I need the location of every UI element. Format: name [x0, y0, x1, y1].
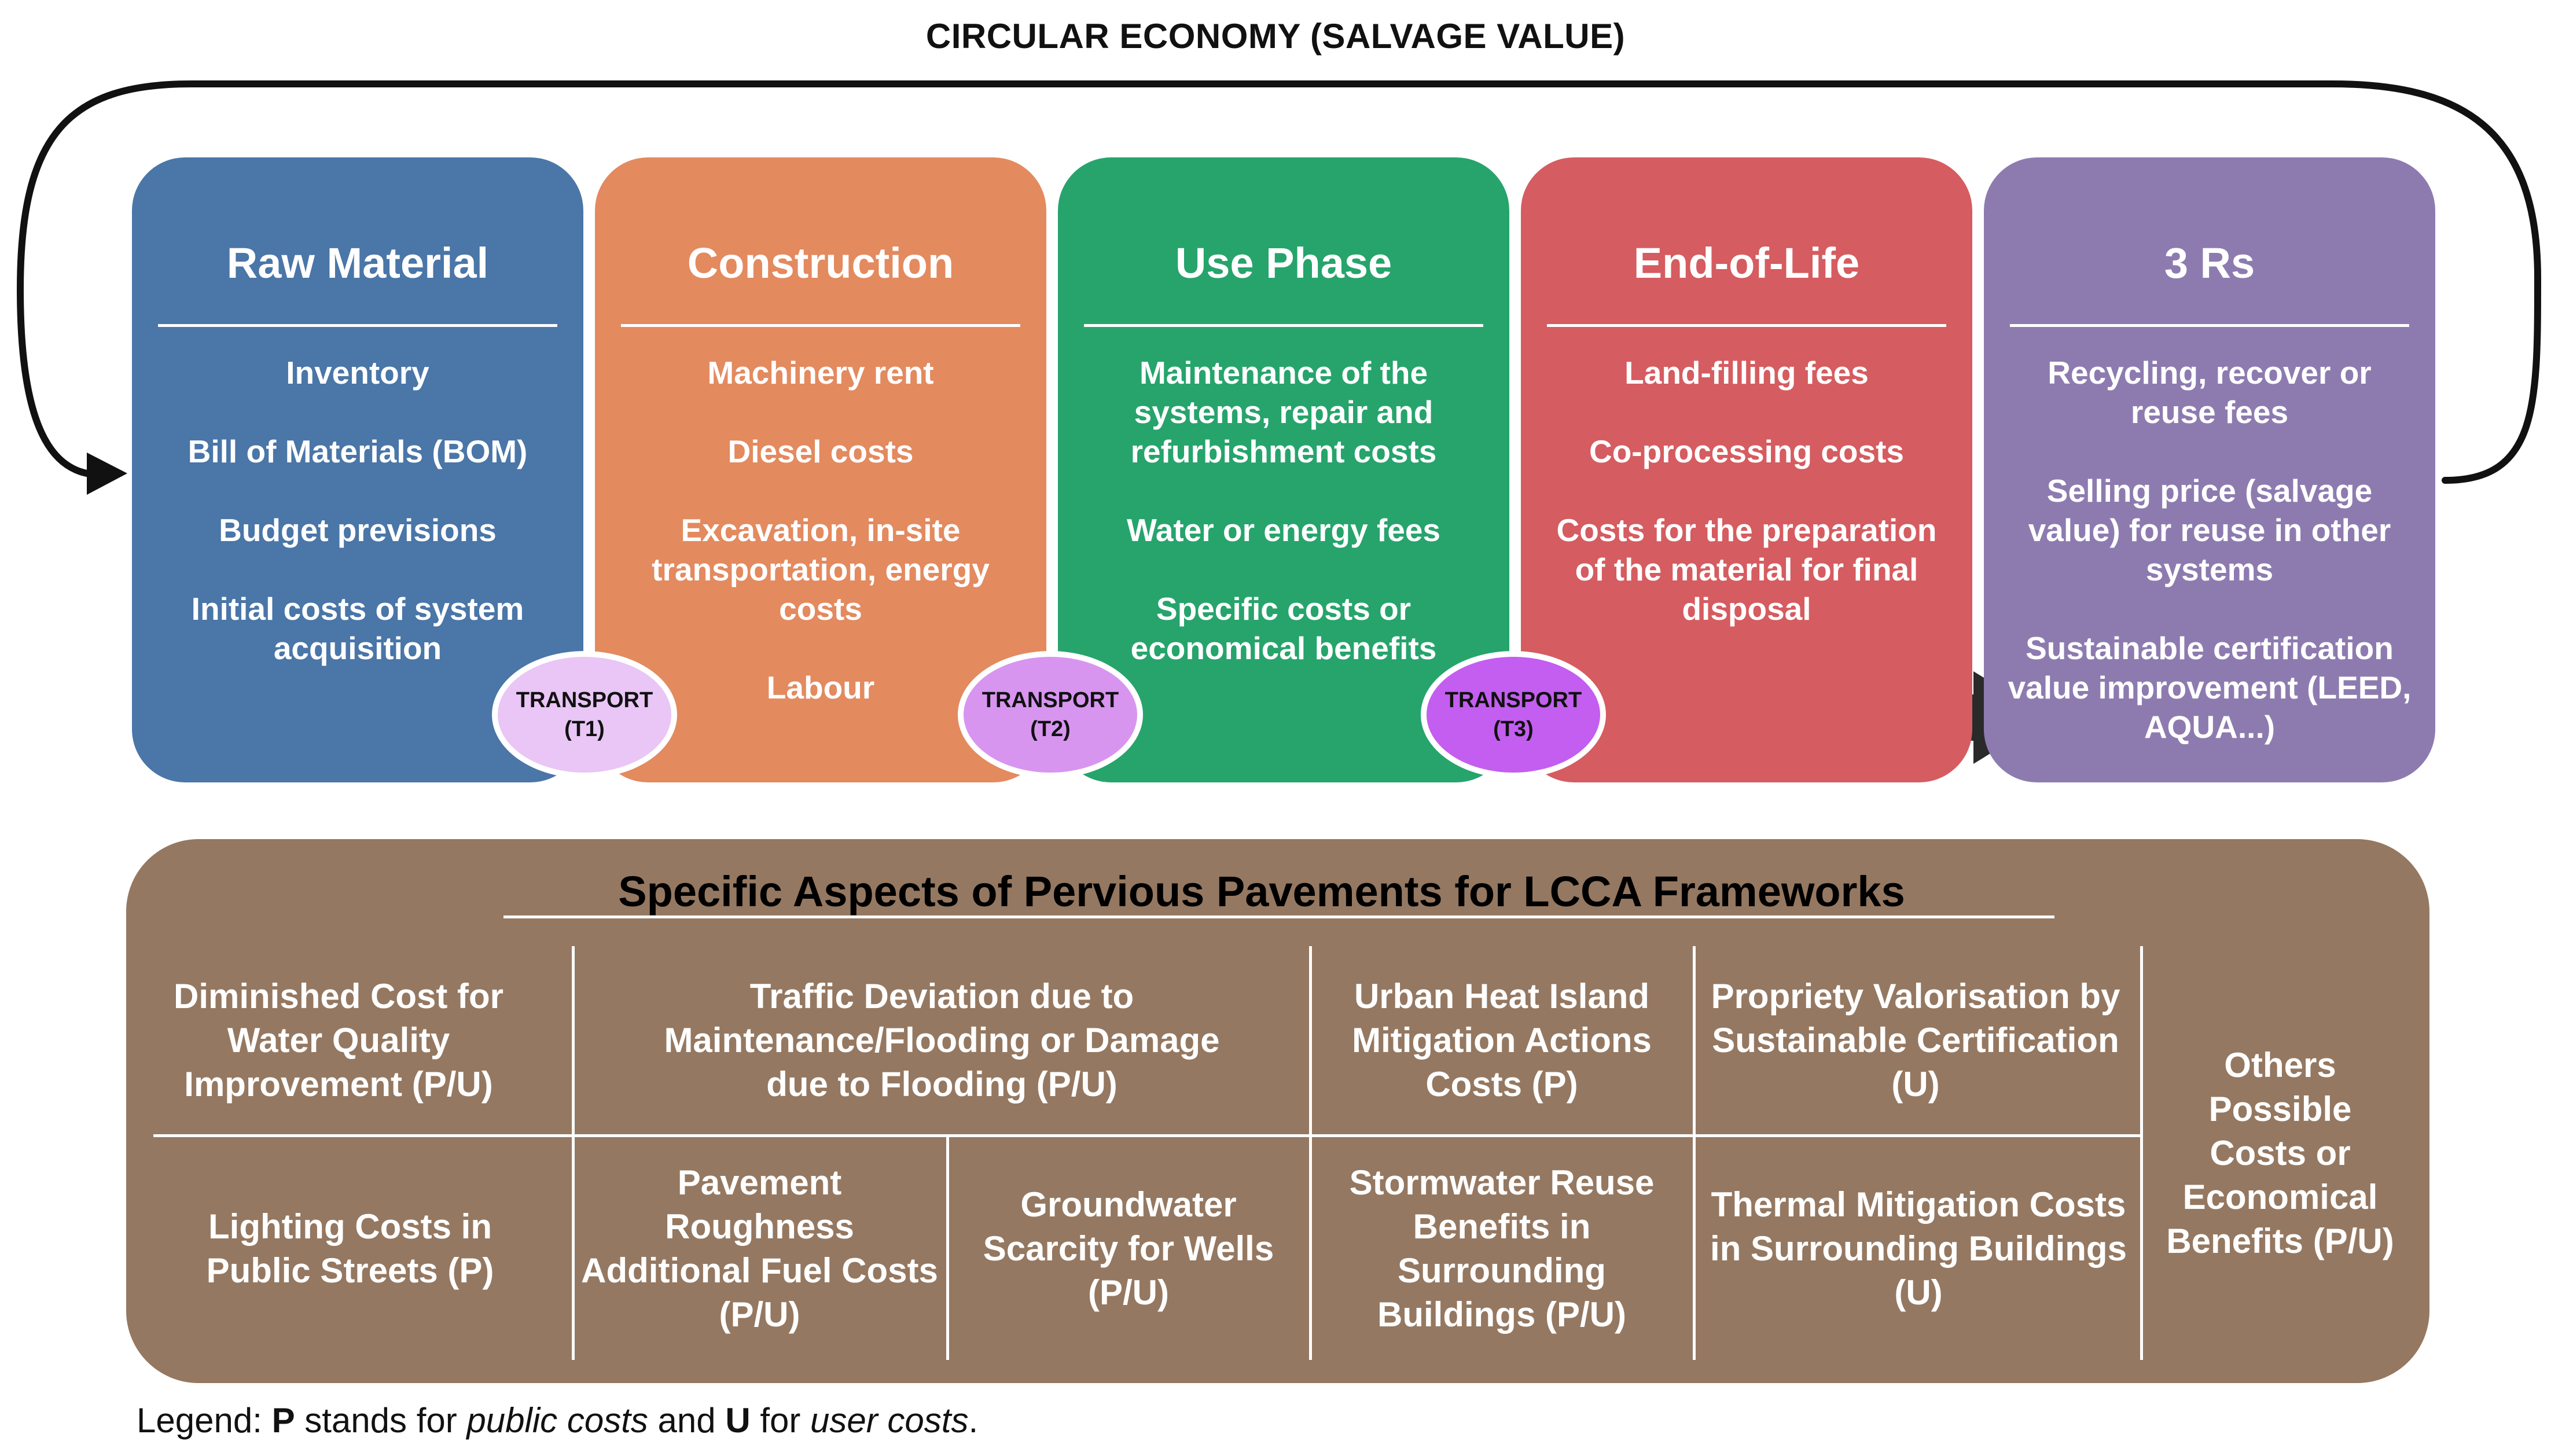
stage-item: Machinery rent	[707, 355, 934, 391]
aspect-groundwater-scarcity: Groundwater Scarcity for Wells (P/U)	[983, 1185, 1274, 1312]
stage-use-phase: Use Phase Maintenance of the systems, re…	[1058, 157, 1509, 782]
transport-code: (T3)	[1493, 717, 1534, 741]
stage-item: Bill of Materials (BOM)	[188, 433, 528, 469]
loop-arrowhead	[87, 453, 127, 495]
transport-label: TRANSPORT	[982, 688, 1119, 712]
stage-item: Specific costs or economical benefits	[1130, 591, 1437, 666]
aspects-panel	[126, 839, 2429, 1383]
divider	[2010, 324, 2409, 327]
stage-item: Labour	[766, 670, 875, 705]
stage-item: Maintenance of the systems, repair and r…	[1130, 355, 1437, 469]
aspect-diminished-cost: Diminished Cost for Water Quality Improv…	[173, 976, 504, 1104]
aspect-lighting-costs: Lighting Costs in Public Streets (P)	[206, 1207, 494, 1290]
stage-title: Construction	[687, 239, 954, 287]
transport-t1: TRANSPORT (T1)	[492, 651, 677, 778]
grid-line	[1693, 946, 1696, 1360]
transport-t2: TRANSPORT (T2)	[958, 651, 1143, 778]
divider	[621, 324, 1020, 327]
stage-title: 3 Rs	[2164, 239, 2255, 287]
stage-item: Costs for the preparation of the materia…	[1556, 512, 1937, 627]
transport-t3: TRANSPORT (T3)	[1421, 651, 1606, 778]
aspect-propriety-valorisation: Propriety Valorisation by Sustainable Ce…	[1711, 976, 2120, 1104]
aspect-others: Others Possible Costs or Economical Bene…	[2166, 1045, 2394, 1260]
stage-construction: Construction Machinery rent Diesel costs…	[595, 157, 1046, 782]
aspect-stormwater-reuse: Stormwater Reuse Benefits in Surrounding…	[1349, 1163, 1655, 1334]
aspect-pavement-roughness: Pavement Roughness Additional Fuel Costs…	[581, 1163, 938, 1334]
grid-line	[2140, 946, 2143, 1360]
grid-line	[572, 946, 575, 1360]
grid-line	[1309, 946, 1312, 1360]
loop-path	[16, 80, 2542, 484]
divider	[503, 915, 2054, 918]
stage-item: Co-processing costs	[1589, 433, 1904, 469]
aspects-content: Specific Aspects of Pervious Pavements f…	[0, 839, 2551, 1383]
stage-title: Use Phase	[1175, 239, 1392, 287]
divider	[158, 324, 557, 327]
transport-code: (T1)	[564, 717, 605, 741]
legend-u-text: for	[750, 1401, 811, 1440]
stage-item: Sustainable certification value improvem…	[2008, 630, 2412, 745]
stage-item: Water or energy fees	[1126, 512, 1441, 548]
legend-u-meaning: user costs	[810, 1401, 969, 1440]
transport-label: TRANSPORT	[516, 688, 653, 712]
transport-code: (T2)	[1030, 717, 1071, 741]
legend-and: and	[648, 1401, 726, 1440]
stage-title: End-of-Life	[1633, 239, 1860, 287]
grid-line	[946, 1134, 949, 1360]
aspect-urban-heat-island: Urban Heat Island Mitigation Actions Cos…	[1352, 976, 1652, 1104]
stage-item: Excavation, in-site transportation, ener…	[652, 512, 990, 627]
legend-p-letter: P	[271, 1401, 295, 1440]
stage-3rs: 3 Rs Recycling, recover or reuse fees Se…	[1984, 157, 2435, 782]
divider	[1547, 324, 1946, 327]
stage-item: Inventory	[286, 355, 429, 391]
stage-item: Recycling, recover or reuse fees	[2048, 355, 2372, 430]
grid-line	[153, 1134, 2141, 1137]
aspects-title: Specific Aspects of Pervious Pavements f…	[618, 867, 1905, 915]
stage-title: Raw Material	[226, 239, 489, 287]
legend-p-meaning: public costs	[466, 1401, 648, 1440]
divider	[1084, 324, 1483, 327]
aspect-traffic-deviation: Traffic Deviation due to Maintenance/Flo…	[664, 976, 1220, 1104]
legend-prefix: Legend:	[137, 1401, 272, 1440]
stage-item: Selling price (salvage value) for reuse …	[2028, 473, 2391, 587]
diagram-title: CIRCULAR ECONOMY (SALVAGE VALUE)	[925, 17, 1626, 56]
legend-u-letter: U	[725, 1401, 751, 1440]
stage-item: Diesel costs	[727, 433, 914, 469]
legend-p-text: stands for	[295, 1401, 467, 1440]
transport-label: TRANSPORT	[1444, 688, 1582, 712]
stage-item: Budget previsions	[219, 512, 497, 548]
stage-item: Land-filling fees	[1624, 355, 1869, 391]
legend-suffix: .	[968, 1401, 979, 1440]
legend: Legend: P stands for public costs and U …	[137, 1400, 978, 1440]
aspect-thermal-mitigation: Thermal Mitigation Costs in Surrounding …	[1710, 1185, 2127, 1312]
stage-item: Initial costs of system acquisition	[191, 591, 524, 666]
stage-end-of-life: End-of-Life Land-filling fees Co-process…	[1521, 157, 1972, 782]
